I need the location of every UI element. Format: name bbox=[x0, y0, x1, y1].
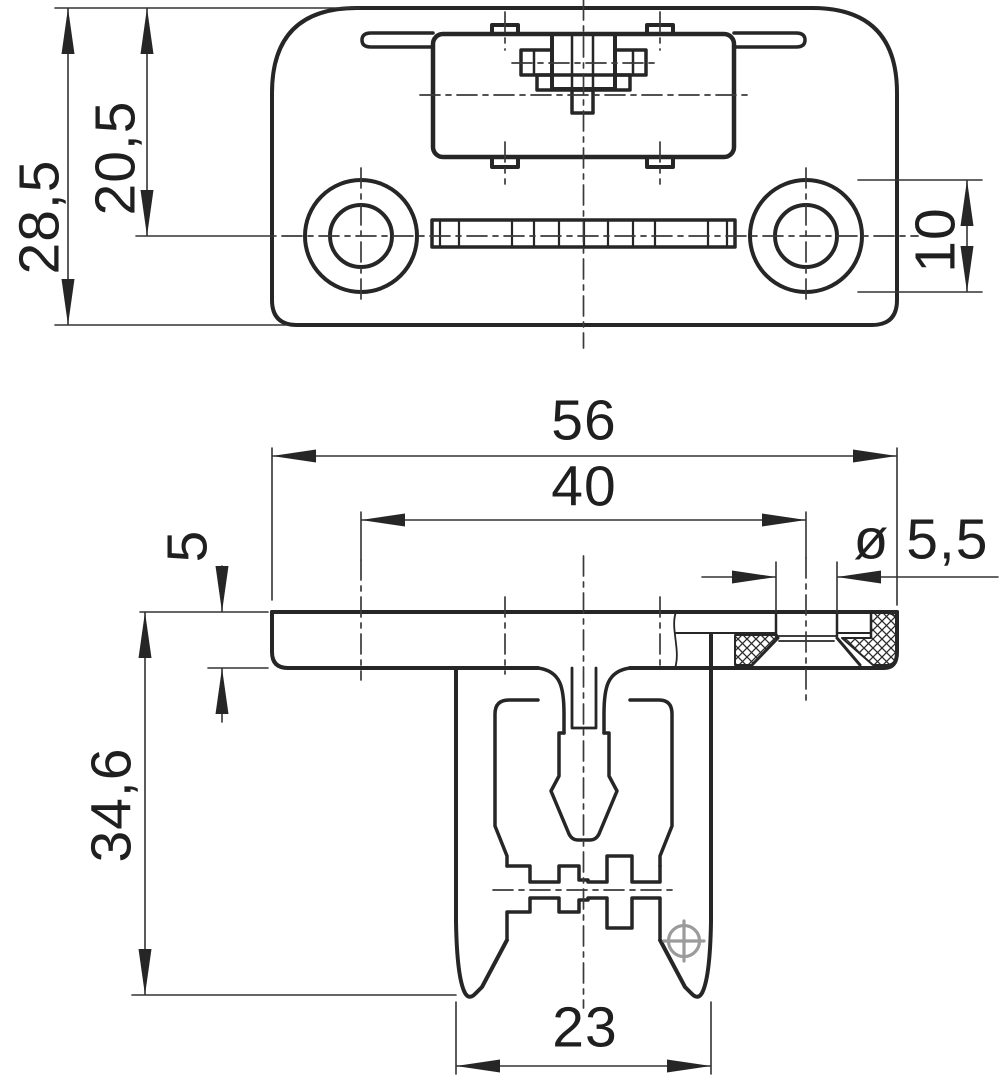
dim-label-hole-spacing: 40 bbox=[551, 454, 617, 519]
front-view-centerlines bbox=[360, 555, 807, 1009]
tab-bottom-right bbox=[645, 155, 675, 169]
dim-34-6-lines bbox=[131, 611, 457, 996]
snap-pin bbox=[536, 666, 632, 842]
dim-23-lines bbox=[455, 1001, 712, 1075]
dim-label-body-height: 34,6 bbox=[79, 747, 144, 863]
dim-10-lines bbox=[857, 179, 983, 293]
dim-label-flange-thickness: 5 bbox=[155, 529, 220, 563]
dim-label-hole-diameter: ø 5,5 bbox=[853, 507, 989, 572]
dim-40-lines bbox=[360, 511, 807, 561]
hatch-right bbox=[841, 612, 898, 666]
top-view bbox=[54, 0, 983, 349]
top-view-centerlines bbox=[281, 0, 919, 349]
dim-56-lines bbox=[271, 447, 898, 606]
dim-label-body-width: 23 bbox=[552, 995, 618, 1060]
dim-5-5-lines bbox=[701, 561, 999, 613]
dim-5-lines bbox=[139, 565, 269, 723]
plate-outline bbox=[270, 6, 899, 327]
serrated-strip bbox=[430, 218, 737, 249]
dim-20-5-lines bbox=[135, 7, 277, 237]
snap-legs bbox=[454, 633, 713, 999]
dim-label-hole-center-from-top: 20,5 bbox=[83, 100, 148, 216]
position-marker-icon bbox=[662, 919, 706, 963]
break-line bbox=[673, 611, 678, 669]
hatch-left bbox=[734, 634, 778, 666]
right-wing bbox=[732, 31, 807, 49]
left-wing bbox=[360, 31, 435, 49]
front-section-view bbox=[131, 447, 999, 1075]
inner-pocket bbox=[493, 698, 674, 868]
dim-28-5-lines bbox=[54, 7, 361, 326]
tab-bottom-left bbox=[490, 155, 520, 169]
dim-label-flange-width: 56 bbox=[551, 388, 617, 453]
dim-label-overall-height: 28,5 bbox=[7, 159, 72, 275]
countersink-section bbox=[675, 610, 898, 667]
dim-label-boss-diameter: 10 bbox=[903, 207, 968, 273]
flange-outline bbox=[270, 610, 899, 670]
